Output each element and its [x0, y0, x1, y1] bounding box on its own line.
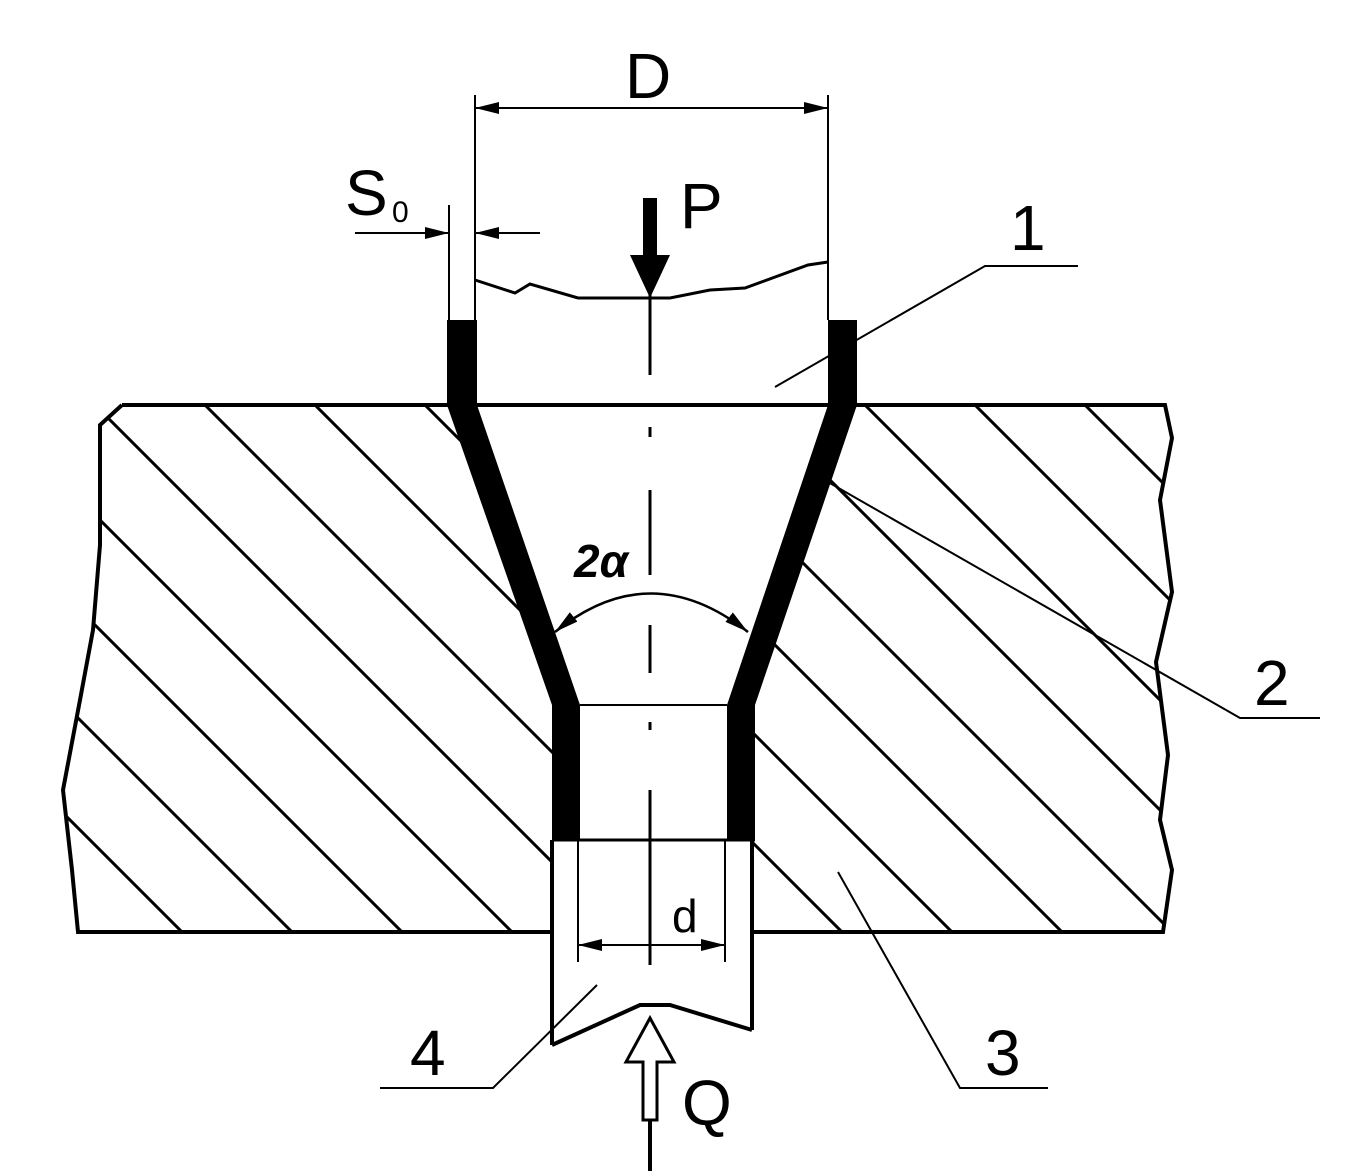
hatch-line: [788, 405, 1172, 932]
part-number-3: 3: [985, 1017, 1021, 1089]
leader-lines: [380, 265, 1320, 1089]
hatch-line: [63, 405, 1112, 932]
hatch-line: [458, 405, 1172, 932]
leader-2: [827, 481, 1320, 719]
label-D: D: [625, 40, 671, 112]
force-P-arrow: [630, 198, 670, 298]
part-number-2: 2: [1254, 647, 1290, 719]
hatch-line: [63, 405, 782, 932]
hatch-line: [1340, 0, 1367, 1171]
dimension-S0: [355, 205, 540, 320]
part-number-4: 4: [410, 1017, 446, 1089]
label-P: P: [680, 170, 723, 242]
billet: [474, 260, 829, 406]
hatch-line: [238, 405, 1172, 932]
tube-wall-left: [447, 320, 580, 840]
billet-break-line: [474, 260, 829, 300]
tube-wall: [447, 320, 857, 842]
hatch-line: [348, 405, 1172, 932]
force-Q-arrow: [623, 1014, 677, 1171]
die-outline: [60, 403, 1175, 934]
hatch-line: [63, 405, 342, 932]
hatch-line: [128, 405, 1172, 932]
hatch-line: [1008, 405, 1172, 932]
hatch-line: [0, 0, 10, 1171]
leader-3: [837, 871, 1048, 1089]
hatch-line: [1230, 0, 1367, 1171]
leader-1: [774, 265, 1078, 388]
label-S-subscript: 0: [392, 196, 409, 229]
label-angle: 2α: [573, 535, 631, 587]
hatch-line: [898, 405, 1172, 932]
counter-punch: [550, 840, 754, 1047]
hatch-line: [63, 405, 1002, 932]
hatch-line: [63, 405, 232, 932]
angle-arc: [554, 592, 749, 633]
label-S: S: [345, 157, 388, 229]
dimension-D: [474, 95, 829, 320]
hatch-line: [63, 405, 122, 932]
tube-wall-right: [727, 320, 857, 840]
hatch-line: [63, 405, 672, 932]
label-d: d: [672, 890, 698, 942]
part-number-1: 1: [1010, 192, 1046, 264]
hatch-line: [63, 405, 892, 932]
label-Q: Q: [682, 1067, 732, 1139]
leader-4: [380, 984, 598, 1089]
